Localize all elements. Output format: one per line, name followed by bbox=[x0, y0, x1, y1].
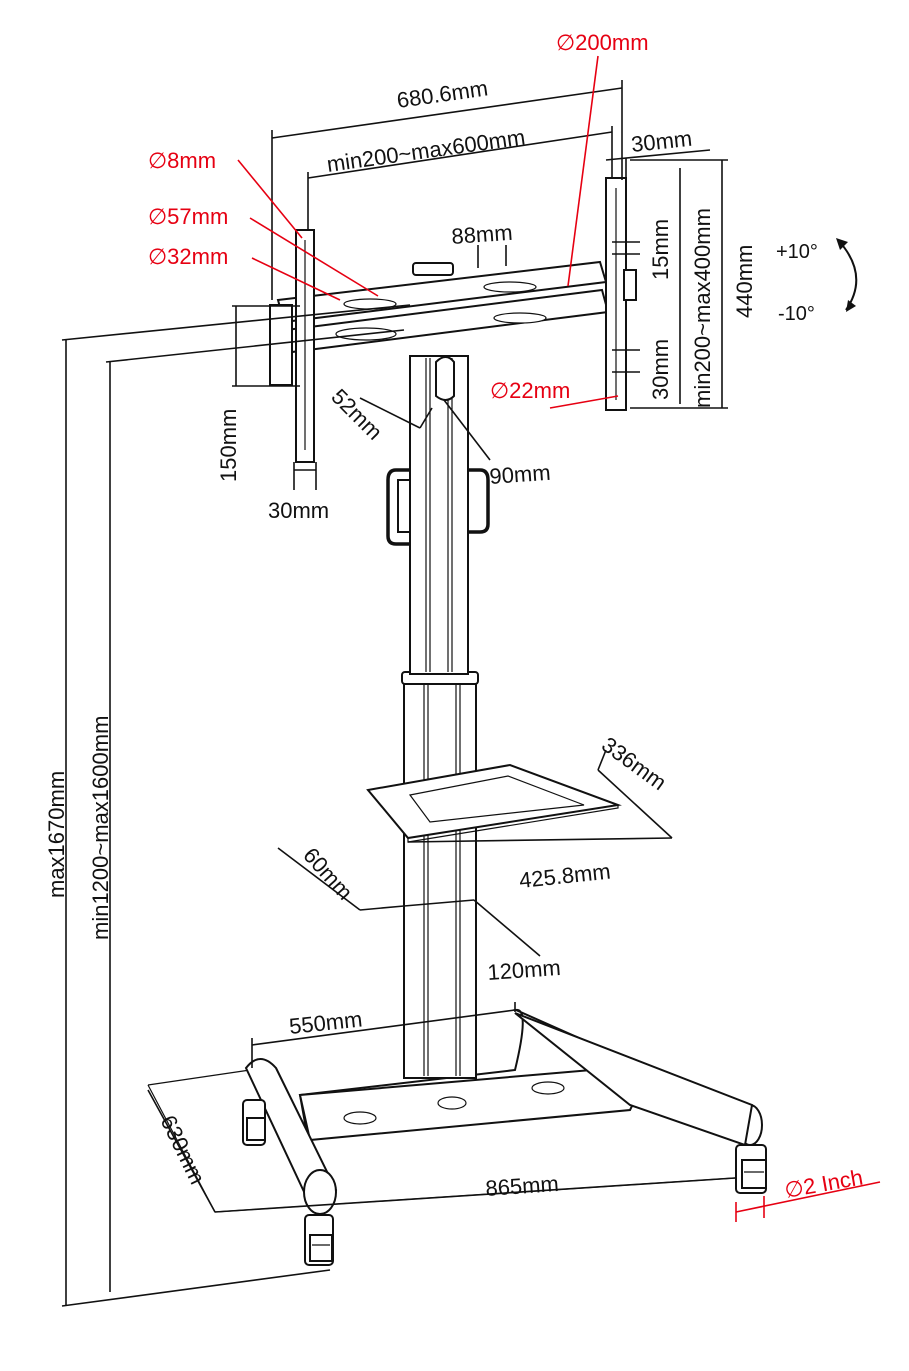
label-hole-22: ∅22mm bbox=[490, 378, 570, 403]
label-vesa-height-range: min200~max400mm bbox=[690, 208, 715, 408]
label-caster-size: ∅2 Inch bbox=[783, 1165, 865, 1203]
label-clamp-90: 90mm bbox=[489, 460, 552, 489]
label-total-height-max: max1670mm bbox=[44, 771, 69, 898]
label-rail-spacing: 88mm bbox=[451, 220, 514, 249]
label-height-range: min1200~max1600mm bbox=[88, 716, 113, 940]
label-base-depth: 630mm bbox=[156, 1111, 211, 1188]
label-hole-57: ∅57mm bbox=[148, 204, 228, 229]
label-base-inner-width: 550mm bbox=[288, 1006, 364, 1039]
handle-clamp bbox=[386, 468, 490, 546]
label-clamp-52: 52mm bbox=[326, 384, 387, 445]
tilt-arrows bbox=[836, 238, 858, 312]
label-tilt-up: +10° bbox=[776, 241, 818, 263]
base-frame bbox=[244, 1009, 763, 1215]
label-vesa-width-range: min200~max600mm bbox=[325, 124, 526, 177]
mount-bracket bbox=[269, 177, 637, 463]
label-slot-15: 15mm bbox=[648, 219, 673, 280]
column-upper bbox=[409, 355, 469, 675]
label-bracket-150: 150mm bbox=[216, 409, 241, 482]
label-column-120: 120mm bbox=[487, 955, 562, 985]
label-slot-30: 30mm bbox=[648, 339, 673, 400]
label-tilt-down: -10° bbox=[778, 303, 815, 325]
label-shelf-width: 425.8mm bbox=[518, 859, 612, 893]
caster-right bbox=[735, 1144, 767, 1194]
caster-left-back bbox=[242, 1099, 266, 1146]
label-shelf-depth: 336mm bbox=[597, 732, 671, 795]
label-base-width: 865mm bbox=[485, 1171, 560, 1201]
red-leader-lines bbox=[237, 55, 881, 1222]
label-hole-32: ∅32mm bbox=[148, 244, 228, 269]
label-bracket-total-width: 680.6mm bbox=[395, 75, 489, 113]
label-arm-30: 30mm bbox=[268, 498, 329, 523]
label-column-60: 60mm bbox=[298, 843, 357, 905]
label-hole-8: ∅8mm bbox=[148, 148, 216, 173]
casters bbox=[242, 1099, 767, 1266]
red-labels: ∅8mm ∅57mm ∅32mm ∅200mm ∅22mm ∅2 Inch bbox=[148, 30, 865, 1203]
caster-left-front bbox=[304, 1214, 334, 1266]
dimension-lines bbox=[61, 80, 736, 1307]
label-hole-200: ∅200mm bbox=[556, 30, 649, 55]
column-lower bbox=[401, 671, 479, 1079]
shelf bbox=[366, 763, 622, 843]
label-bracket-height: 440mm bbox=[732, 245, 757, 318]
